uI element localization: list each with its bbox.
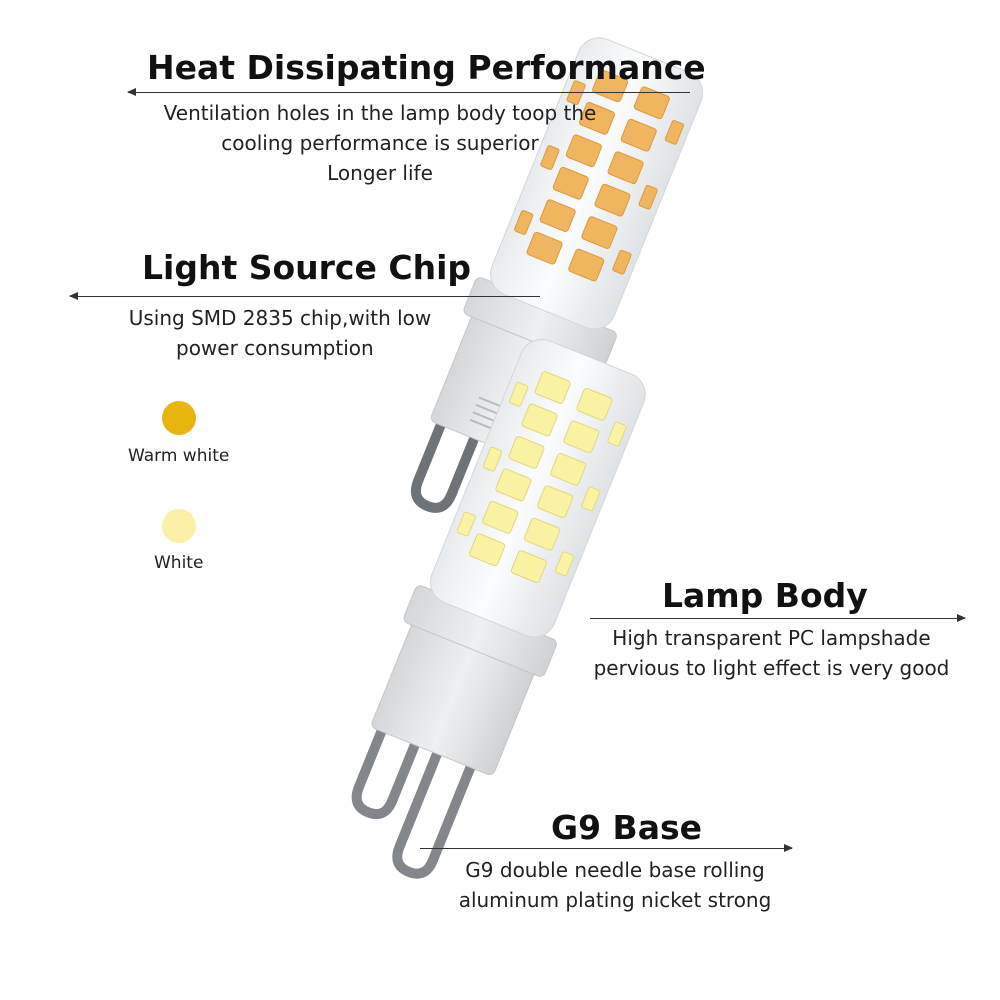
- lamp-body-line-1: High transparent PC lampshade: [612, 626, 931, 650]
- lamp-body-description: High transparent PC lampshade pervious t…: [584, 623, 959, 683]
- g9-base-line-2: aluminum plating nicket strong: [458, 888, 772, 912]
- white-swatch: [162, 509, 196, 543]
- chip-line-1: Using SMD 2835 chip,with low: [128, 306, 432, 330]
- lamp-body-line-2: pervious to light effect is very good: [593, 656, 950, 680]
- heat-line-2: cooling performance is superior: [221, 131, 539, 155]
- white-bulb: [351, 338, 646, 879]
- heat-description: Ventilation holes in the lamp body toop …: [140, 98, 620, 188]
- lamp-body-callout-arrow: [590, 614, 966, 622]
- white-label: White: [154, 553, 204, 573]
- bulb-pins: [351, 698, 487, 879]
- warm-white-swatch: [162, 401, 196, 435]
- heat-line-3: Longer life: [327, 161, 433, 185]
- lamp-body-title: Lamp Body: [662, 576, 868, 615]
- warm-white-label: Warm white: [128, 446, 230, 466]
- g9-base-line-1: G9 double needle base rolling: [465, 858, 765, 882]
- heat-callout-arrow: [127, 88, 690, 96]
- chip-callout-arrow: [69, 292, 540, 300]
- g9-base-title: G9 Base: [551, 808, 702, 847]
- chip-line-2: power consumption: [176, 336, 374, 360]
- heat-line-1: Ventilation holes in the lamp body toop …: [163, 101, 597, 125]
- heat-dissipating-title: Heat Dissipating Performance: [147, 48, 706, 87]
- light-source-chip-title: Light Source Chip: [142, 248, 472, 287]
- g9-base-callout-arrow: [420, 844, 793, 852]
- g9-base-description: G9 double needle base rolling aluminum p…: [440, 855, 790, 915]
- chip-description: Using SMD 2835 chip,with low power consu…: [110, 303, 450, 363]
